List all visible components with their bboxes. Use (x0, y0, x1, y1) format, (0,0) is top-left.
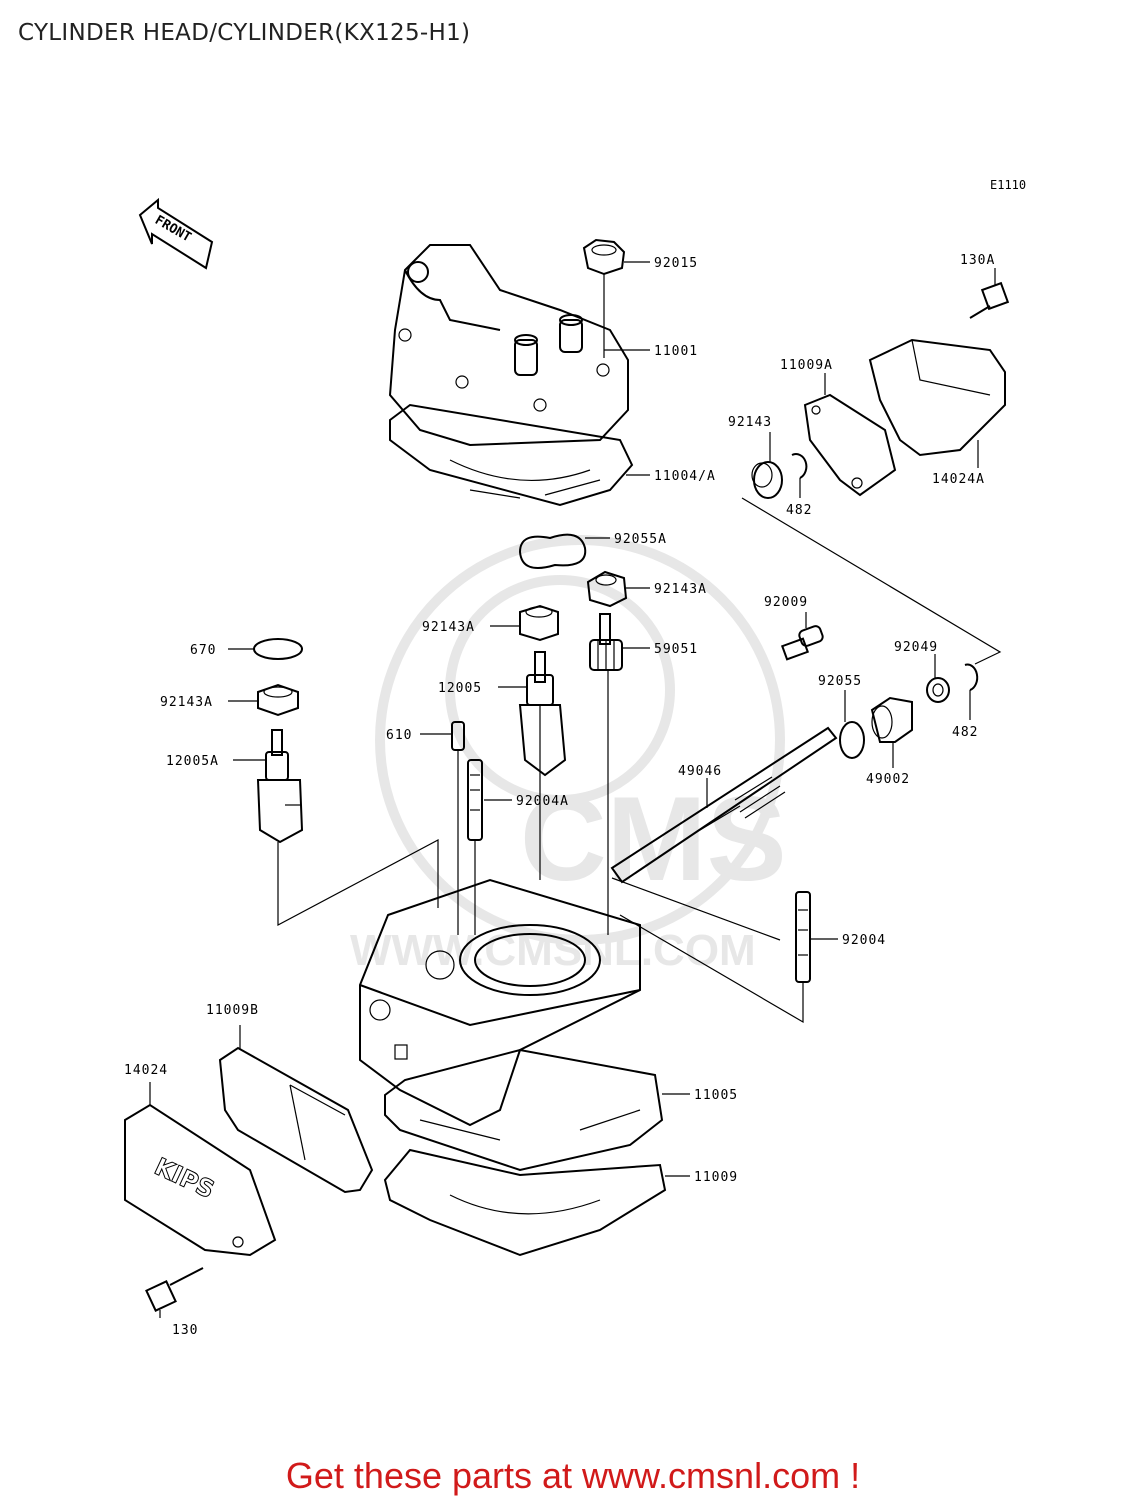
label-92004A: 92004A (516, 794, 569, 809)
head-gasket-11004 (389, 403, 634, 507)
label-482-upper: 482 (786, 503, 812, 518)
label-482-lower: 482 (952, 725, 978, 740)
stud-92004 (795, 891, 811, 983)
stud-92004A (467, 759, 483, 935)
circlip-482-lower (964, 663, 979, 691)
seal-92143A-left (257, 683, 299, 717)
page-title: CYLINDER HEAD/CYLINDER(KX125-H1) (18, 20, 471, 46)
front-arrow-icon: FRONT (138, 197, 214, 270)
label-92055A: 92055A (614, 532, 667, 547)
bolt-130A (969, 268, 1010, 319)
label-92015: 92015 (654, 256, 698, 271)
label-11009A: 11009A (780, 358, 833, 373)
label-670: 670 (190, 643, 216, 658)
label-11009: 11009 (694, 1170, 738, 1185)
watermark-cms: CMS (520, 772, 787, 906)
watermark-url: WWW.CMSNL.COM (350, 926, 756, 975)
seal-92143A-middle (519, 604, 559, 642)
gasket-11009A (803, 393, 897, 497)
label-92143A-right: 92143A (654, 582, 707, 597)
label-11001: 11001 (654, 344, 698, 359)
label-92143A-middle: 92143A (422, 620, 475, 635)
label-610: 610 (386, 728, 412, 743)
bearing-92049 (926, 677, 950, 703)
cylinder-head-11001 (388, 244, 629, 447)
watermark: CMS WWW.CMSNL.COM (350, 535, 787, 975)
label-130: 130 (172, 1323, 198, 1338)
diagram-code: E1110 (990, 178, 1027, 192)
label-14024A: 14024A (932, 472, 985, 487)
gasket-11009B (218, 1046, 374, 1194)
gear-59051 (589, 613, 623, 671)
bushing-49002 (870, 696, 913, 743)
valve-12005 (518, 651, 567, 777)
label-92004: 92004 (842, 933, 886, 948)
label-11009B: 11009B (206, 1003, 259, 1018)
base-gasket-11009 (383, 1148, 667, 1257)
part-labels: 92015 11001 130A 11009A 92143 11004/A 48… (124, 253, 995, 1338)
label-92143: 92143 (728, 415, 772, 430)
seal-92143 (751, 461, 783, 499)
leader-lines (228, 261, 979, 1177)
cover-14024: KIPS (124, 1103, 277, 1257)
label-92009: 92009 (764, 595, 808, 610)
label-12005A: 12005A (166, 754, 219, 769)
label-130A: 130A (960, 253, 995, 268)
label-12005: 12005 (438, 681, 482, 696)
circlip-482-upper (791, 453, 808, 479)
seal-92143A-right (586, 570, 628, 608)
label-14024: 14024 (124, 1063, 168, 1078)
bolt-130 (145, 1267, 204, 1318)
valve-12005A (256, 729, 304, 844)
oring-92055A (518, 533, 587, 569)
cover-lettering: KIPS (150, 1152, 218, 1204)
oring-670 (253, 638, 303, 660)
label-92049: 92049 (894, 640, 938, 655)
label-11005: 11005 (694, 1088, 738, 1103)
label-49046: 49046 (678, 764, 722, 779)
label-92143A-left: 92143A (160, 695, 213, 710)
label-49002: 49002 (866, 772, 910, 787)
cover-14024A (868, 338, 1006, 457)
cylinder-11005 (359, 878, 664, 1172)
label-11004A: 11004/A (654, 469, 716, 484)
nut-92015 (582, 238, 626, 358)
label-92055: 92055 (818, 674, 862, 689)
dowel-610 (451, 721, 465, 935)
bolt-92009 (780, 625, 824, 661)
label-59051: 59051 (654, 642, 698, 657)
promo-link[interactable]: Get these parts at www.cmsnl.com ! (285, 1455, 861, 1496)
oring-92055 (839, 721, 865, 759)
shaft-49046 (610, 726, 838, 884)
